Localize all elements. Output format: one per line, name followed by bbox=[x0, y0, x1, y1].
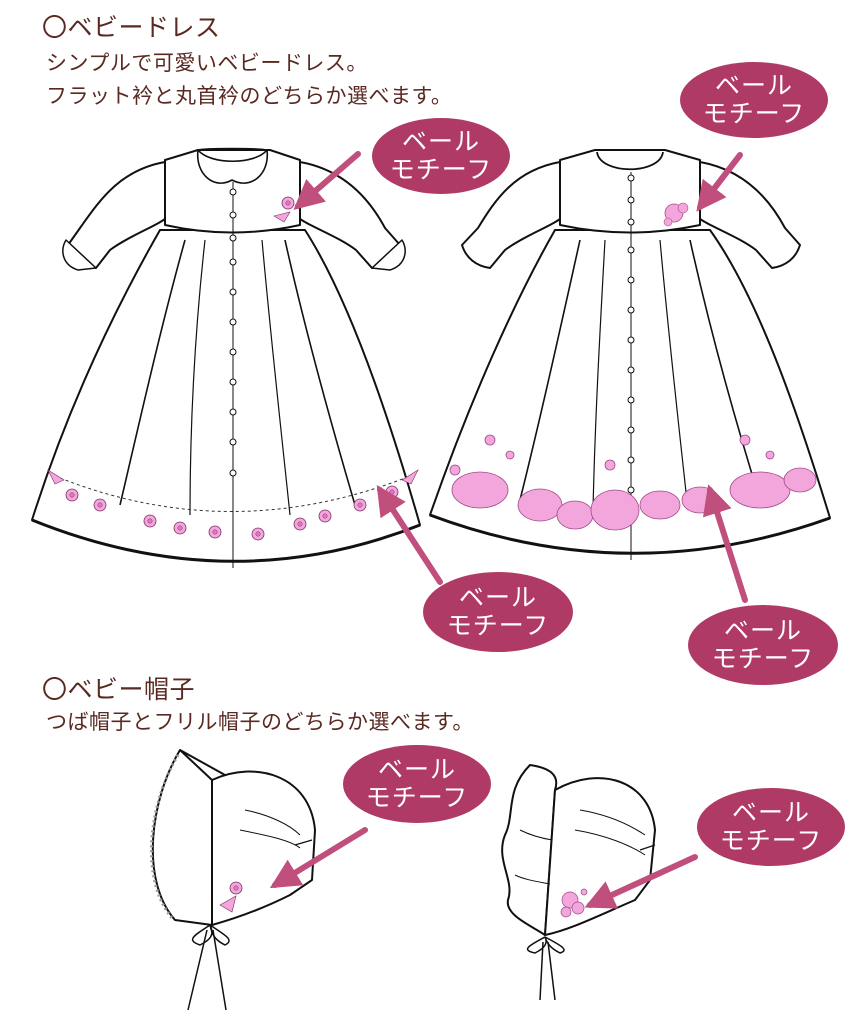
round-neck-dress-bodice-motif bbox=[663, 202, 689, 227]
callout-line1: ベール bbox=[731, 798, 810, 827]
callout-line2: モチーフ bbox=[365, 783, 469, 812]
dress-description-line1: シンプルで可愛いベビードレス。 bbox=[46, 51, 368, 75]
veil-motif-callout-dress2-bodice: ベール モチーフ bbox=[680, 62, 828, 138]
callout-line1: ベール bbox=[458, 583, 537, 612]
callout-arrows bbox=[269, 151, 748, 909]
veil-motif-callout-dress2-hem: ベール モチーフ bbox=[688, 605, 838, 685]
flat-collar-dress bbox=[31, 147, 421, 568]
veil-motif-callout-frill-bonnet: ベール モチーフ bbox=[697, 788, 845, 866]
hat-section-title: 〇ベビー帽子 bbox=[42, 675, 196, 704]
dress-section-title: 〇ベビードレス bbox=[42, 13, 221, 42]
callout-line1: ベール bbox=[714, 71, 793, 100]
callout-line2: モチーフ bbox=[446, 611, 550, 640]
callout-line2: モチーフ bbox=[702, 99, 806, 128]
round-neck-dress-hem-embroidery bbox=[449, 434, 817, 531]
callout-line2: モチーフ bbox=[711, 644, 815, 673]
hat-description-line1: つば帽子とフリル帽子のどちらか選べます。 bbox=[46, 710, 474, 734]
callout-line1: ベール bbox=[723, 616, 802, 645]
dress-description-line2: フラット衿と丸首衿のどちらか選べます。 bbox=[46, 84, 453, 108]
round-neck-dress bbox=[429, 149, 831, 560]
callout-line1: ベール bbox=[377, 755, 456, 784]
callout-line2: モチーフ bbox=[389, 155, 493, 184]
flat-collar-dress-bodice-motif bbox=[273, 196, 295, 223]
frill-bonnet-motif bbox=[560, 888, 588, 918]
veil-motif-callout-dress1-hem: ベール モチーフ bbox=[423, 572, 573, 652]
callout-line2: モチーフ bbox=[719, 826, 823, 855]
brim-bonnet bbox=[149, 749, 316, 1011]
callout-line1: ベール bbox=[401, 127, 480, 156]
brim-bonnet-motif bbox=[219, 881, 243, 913]
veil-motif-callout-dress1-bodice: ベール モチーフ bbox=[372, 118, 510, 194]
veil-motif-callout-brim-bonnet: ベール モチーフ bbox=[343, 745, 491, 823]
flat-collar-dress-hem-garland bbox=[47, 469, 419, 541]
